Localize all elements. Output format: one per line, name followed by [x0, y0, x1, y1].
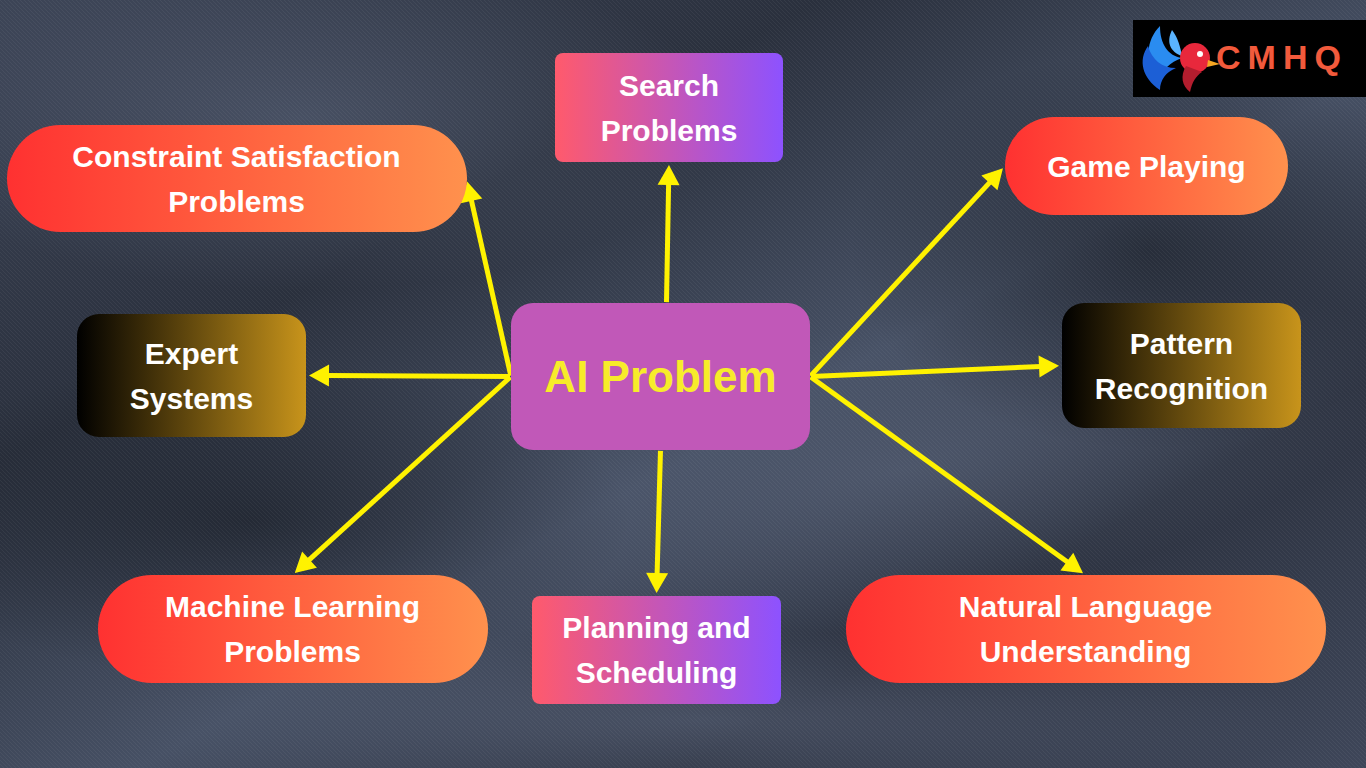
logo-text-slot: CMHQ	[1216, 37, 1348, 77]
node-label: Natural Language Understanding	[876, 584, 1296, 674]
node-label: Pattern Recognition	[1074, 321, 1289, 411]
node-label: Constraint Satisfaction Problems	[37, 134, 437, 224]
topic-pill: Natural Language Understanding	[846, 575, 1326, 683]
node-label: Game Playing	[1047, 144, 1245, 189]
logo-text: CMHQ	[1216, 38, 1348, 76]
arrow-head	[646, 573, 668, 593]
connector-line	[657, 451, 660, 575]
topic-box: Pattern Recognition	[1062, 303, 1301, 428]
connector-line	[308, 377, 510, 561]
connector-line	[471, 199, 511, 376]
connector-arrow	[309, 365, 510, 387]
connector-line	[666, 183, 668, 302]
connector-arrow	[295, 377, 511, 573]
connector-line	[811, 366, 1041, 376]
logo-panel	[1133, 20, 1366, 97]
node-label: Machine Learning Problems	[128, 584, 458, 674]
connector-arrow	[461, 181, 511, 375]
connector-line	[811, 181, 991, 375]
node-label: Search Problems	[569, 63, 769, 153]
connector-arrow	[658, 165, 680, 302]
topic-pill: Constraint Satisfaction Problems	[7, 125, 467, 232]
arrow-head	[309, 365, 329, 387]
logo-bird	[1143, 26, 1220, 92]
connector-arrow	[811, 168, 1003, 376]
hub-box: AI Problem	[511, 303, 810, 450]
topic-box: Search Problems	[555, 53, 783, 162]
node-label: Expert Systems	[97, 331, 287, 421]
connector-arrow	[646, 451, 668, 593]
topic-box: Planning and Scheduling	[532, 596, 781, 704]
topic-pill: Machine Learning Problems	[98, 575, 488, 683]
connector-arrow	[811, 356, 1059, 378]
connector-line	[811, 377, 1069, 563]
arrow-head	[1039, 356, 1059, 378]
arrow-head	[295, 551, 317, 573]
arrow-head	[1060, 553, 1083, 574]
node-label: Planning and Scheduling	[544, 605, 769, 695]
arrow-head	[981, 168, 1003, 190]
topic-box: Expert Systems	[77, 314, 306, 437]
connector-line	[327, 373, 510, 379]
connector-arrow	[811, 377, 1083, 573]
topic-pill: Game Playing	[1005, 117, 1288, 215]
node-label: AI Problem	[544, 344, 776, 410]
arrow-head	[658, 165, 680, 185]
